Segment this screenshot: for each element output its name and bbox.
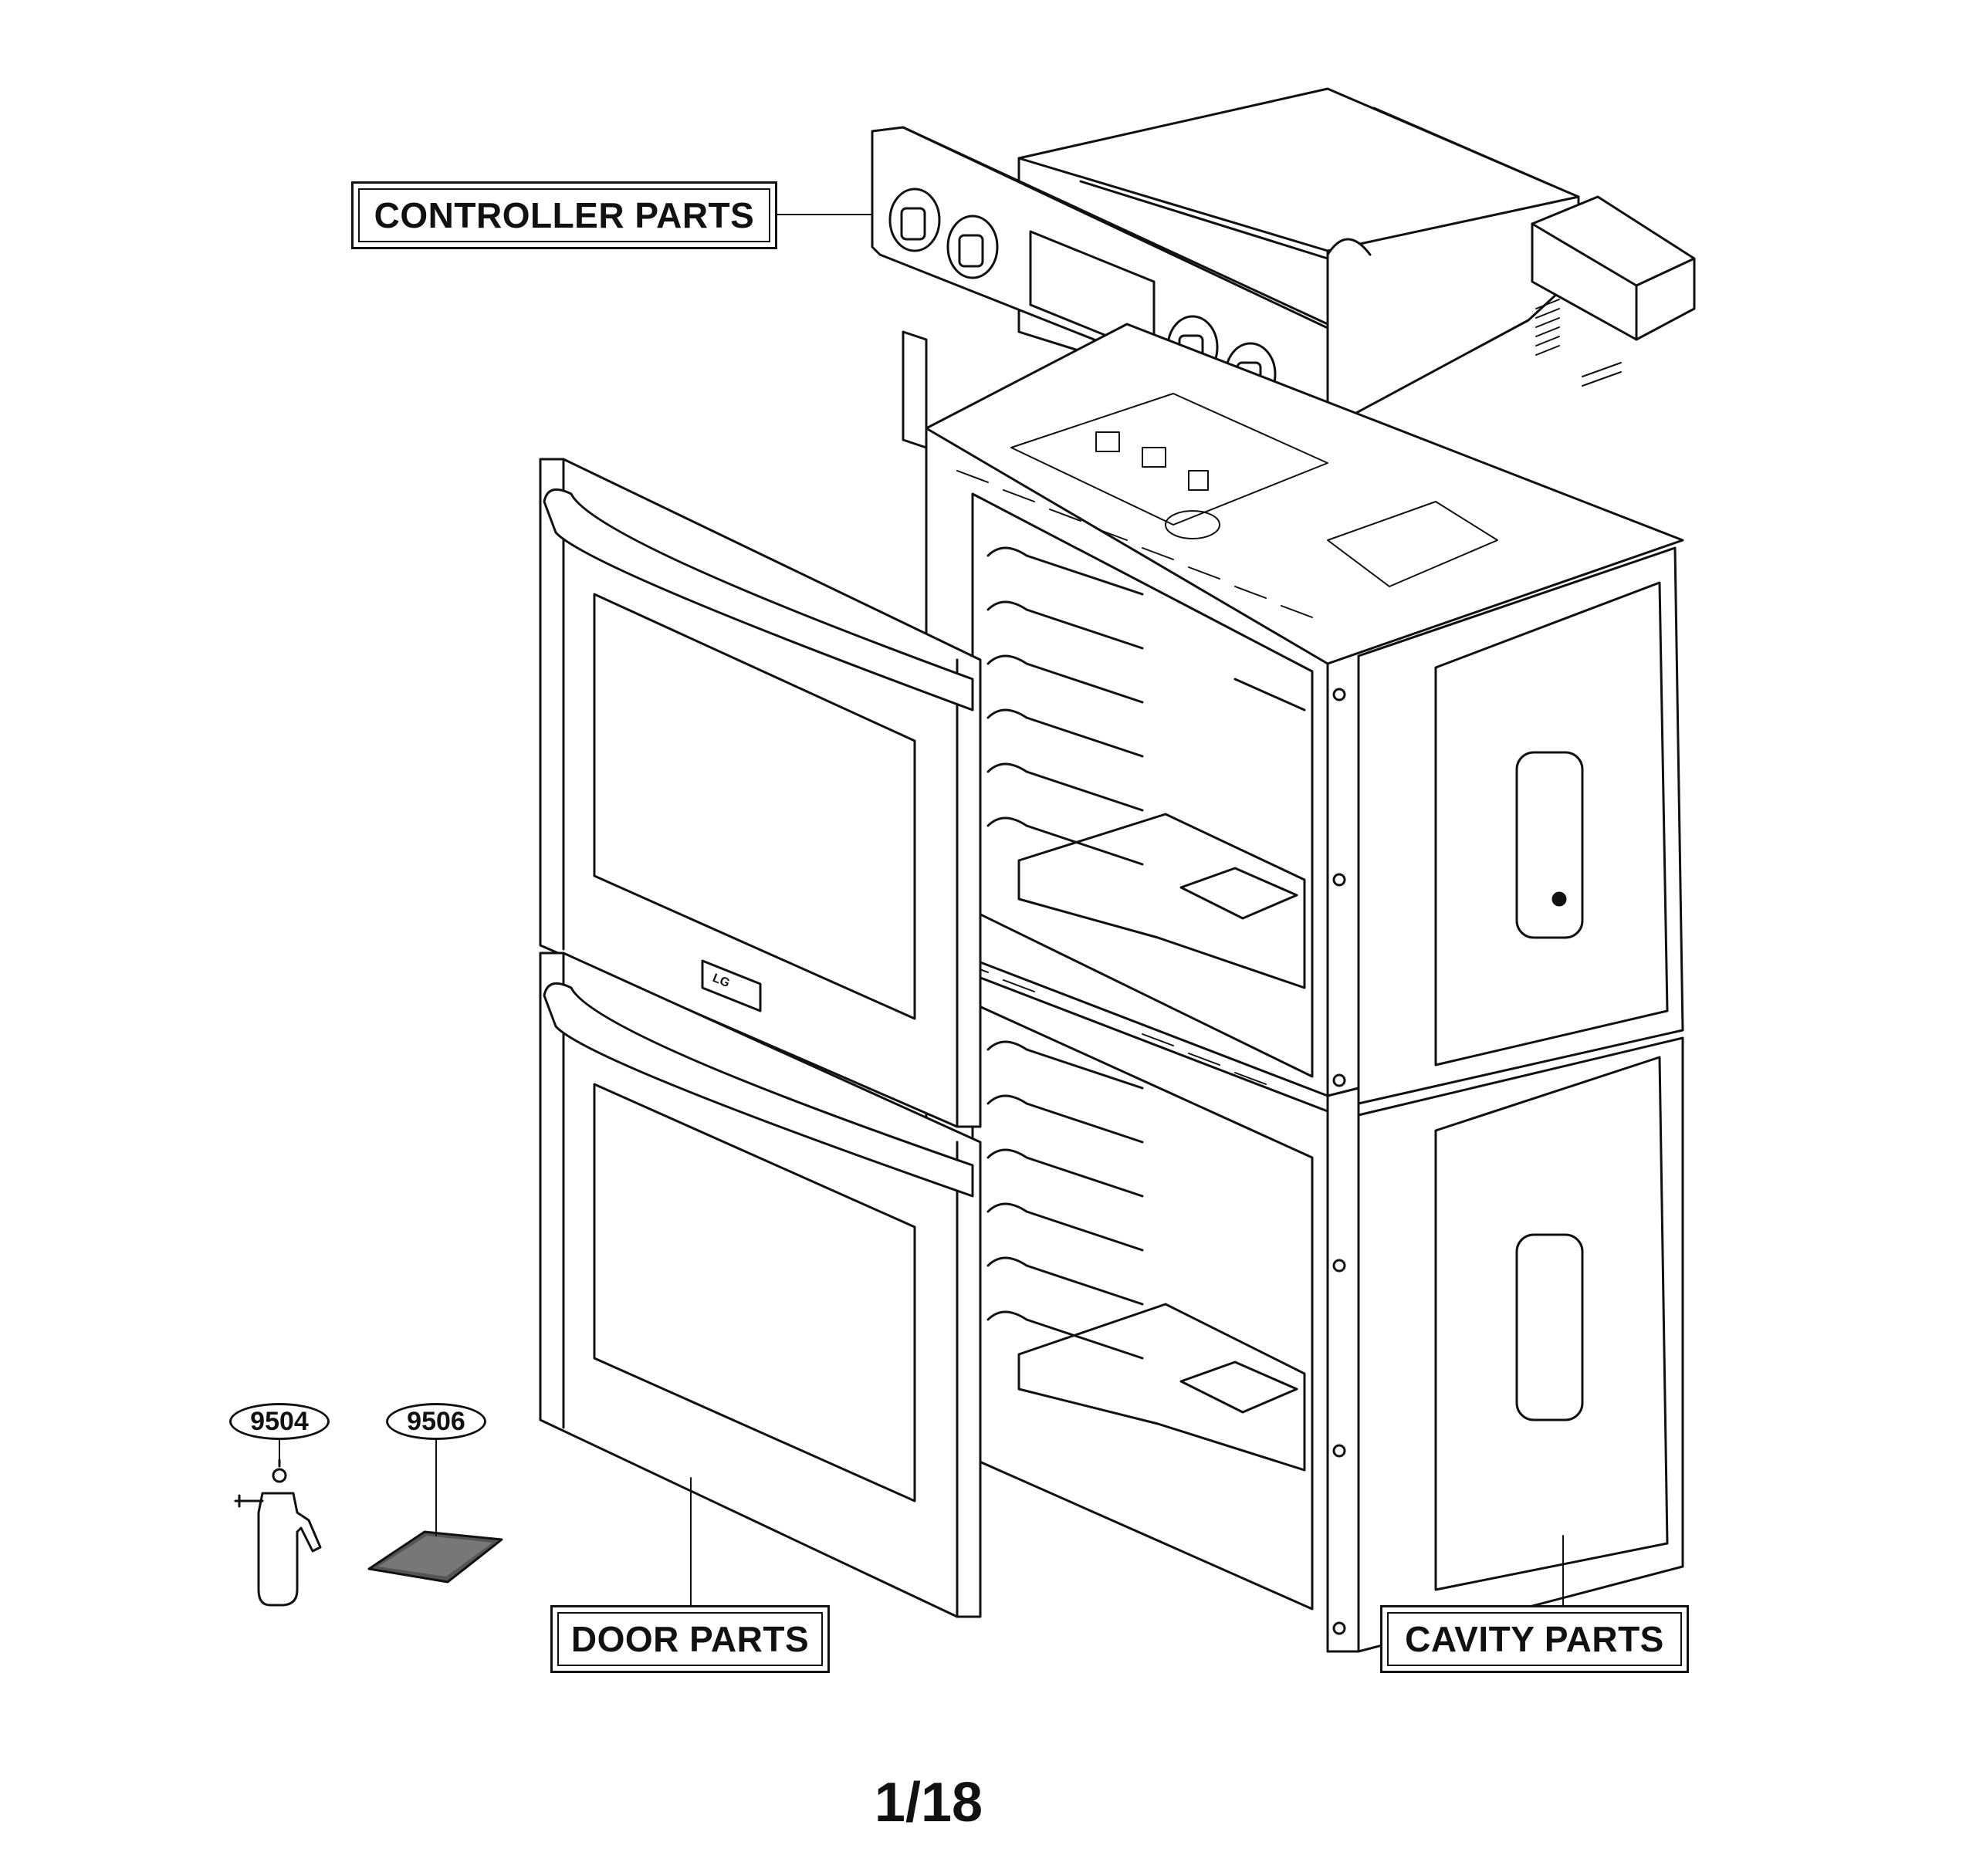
frame-screws (1332, 688, 1346, 1635)
side-handle-lower (1515, 1233, 1584, 1421)
upper-door-handle (543, 488, 974, 712)
leader-lines (279, 214, 1564, 1607)
controller-parts-label[interactable]: CONTROLLER PARTS (351, 181, 777, 249)
cavity-parts-label[interactable]: CAVITY PARTS (1380, 1605, 1689, 1673)
callout-9504-number: 9504 (250, 1406, 309, 1436)
side-handle-upper (1515, 751, 1584, 939)
cavity-parts-text: CAVITY PARTS (1387, 1612, 1682, 1666)
lower-oven-floor (1017, 1303, 1306, 1472)
controller-vent-slots (1535, 299, 1622, 387)
door-parts-label[interactable]: DOOR PARTS (550, 1605, 830, 1673)
upper-oven-racks (986, 546, 1306, 866)
controller-parts-text: CONTROLLER PARTS (358, 188, 770, 242)
upper-oven-floor (1017, 813, 1306, 989)
oven-cabinet (902, 323, 1684, 1653)
controller-assembly (871, 87, 1696, 434)
lower-door-handle (543, 982, 974, 1198)
lower-door (539, 952, 982, 1618)
lg-logo-badge (701, 959, 762, 1012)
top-electronics (1010, 393, 1498, 587)
page-number: 1/18 (874, 1772, 983, 1834)
cleaning-pad-9506 (367, 1530, 503, 1584)
door-parts-text: DOOR PARTS (557, 1612, 823, 1666)
callout-9506[interactable]: 9506 (386, 1403, 486, 1440)
front-vent-slots (956, 470, 1313, 1085)
lower-oven-racks (986, 1040, 1144, 1360)
upper-door: LG (539, 458, 982, 1128)
callout-9506-number: 9506 (407, 1406, 465, 1436)
spray-bottle-9504 (234, 1459, 322, 1607)
callout-9504[interactable]: 9504 (229, 1403, 330, 1440)
